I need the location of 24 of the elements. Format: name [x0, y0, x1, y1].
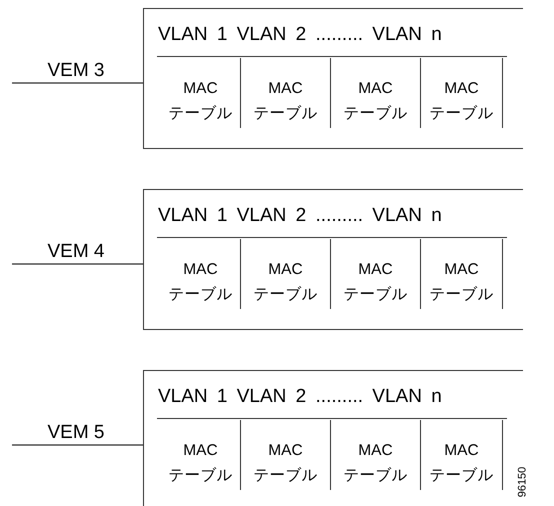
mac-table-cell: MAC テーブル [241, 58, 331, 128]
mac-table-cell: MAC テーブル [421, 239, 503, 309]
node-label: VEM 3 [38, 60, 114, 83]
mac-table-cell: MAC テーブル [331, 420, 421, 490]
mac-table-cell: MAC テーブル [241, 420, 331, 490]
mac-table-cell: MAC テーブル [331, 239, 421, 309]
vlan-heading: VLAN 1 VLAN 2 ......... VLAN n [157, 385, 507, 419]
vlan-heading: VLAN 1 VLAN 2 ......... VLAN n [157, 204, 507, 238]
vlan-panel [143, 189, 523, 330]
node-label: VEM 5 [38, 422, 114, 445]
connector-line [12, 263, 143, 265]
mac-table-cell: MAC テーブル [161, 239, 241, 309]
mac-table-cell: MAC テーブル [331, 58, 421, 128]
mac-table-cell: MAC テーブル [421, 58, 503, 128]
figure-number: 96150 [516, 466, 528, 498]
mac-table-cell: MAC テーブル [421, 420, 503, 490]
vlan-panel [143, 8, 523, 149]
mac-table-cell: MAC テーブル [161, 58, 241, 128]
connector-line [12, 82, 143, 84]
mac-table-cell: MAC テーブル [241, 239, 331, 309]
mac-table-cell: MAC テーブル [161, 420, 241, 490]
node-label: VEM 4 [38, 241, 114, 264]
connector-line [12, 444, 143, 446]
vlan-heading: VLAN 1 VLAN 2 ......... VLAN n [157, 23, 507, 57]
